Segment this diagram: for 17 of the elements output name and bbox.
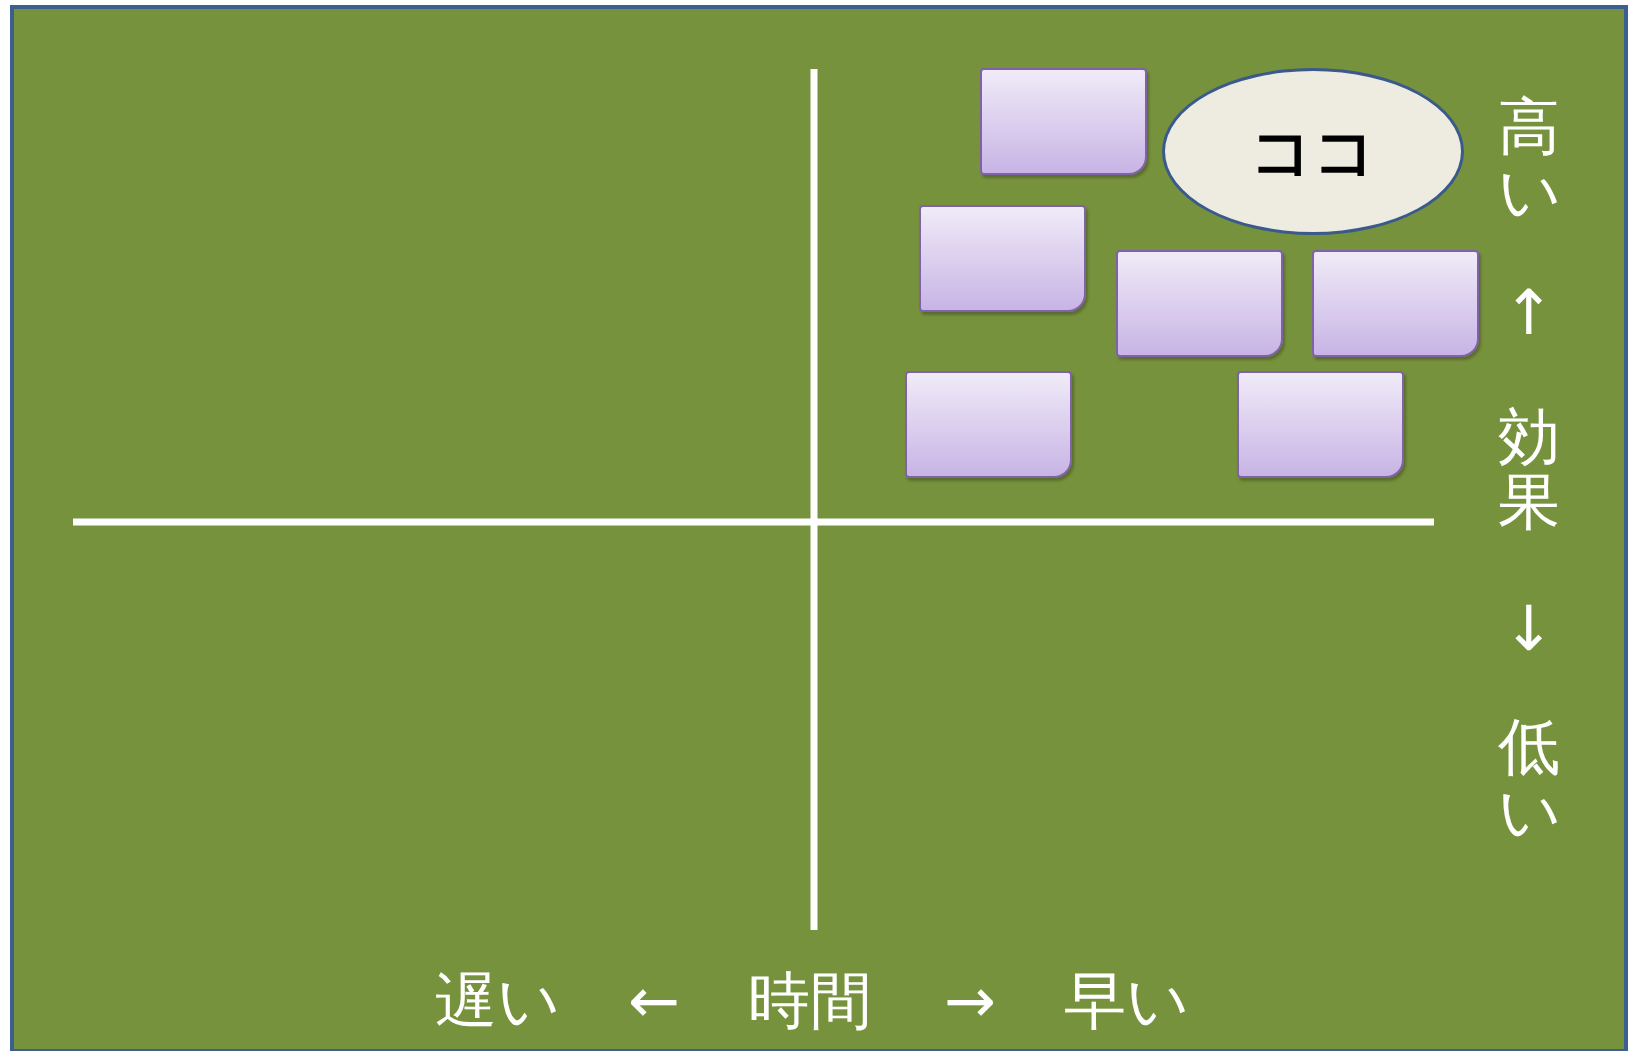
axis-arrow: ↓ — [1503, 598, 1555, 660]
axis-end-label: 高い — [1498, 94, 1560, 225]
axis-title: 時間 — [748, 970, 872, 1032]
ellipse-label: ココ — [1250, 113, 1376, 190]
item-card — [1312, 250, 1479, 357]
axis-end-label: 遅い — [434, 970, 560, 1032]
axis-title: 効果 — [1498, 404, 1560, 535]
axis-arrow: → — [944, 970, 996, 1032]
axis-end-label: 早い — [1063, 970, 1189, 1032]
item-card — [980, 68, 1147, 175]
item-card — [905, 371, 1072, 478]
item-card — [1237, 371, 1404, 478]
axis-arrow: ↑ — [1503, 282, 1555, 344]
item-card — [919, 205, 1086, 312]
item-card — [1116, 250, 1283, 357]
axis-end-label: 低い — [1498, 714, 1560, 845]
axis-arrow: ← — [628, 970, 680, 1032]
